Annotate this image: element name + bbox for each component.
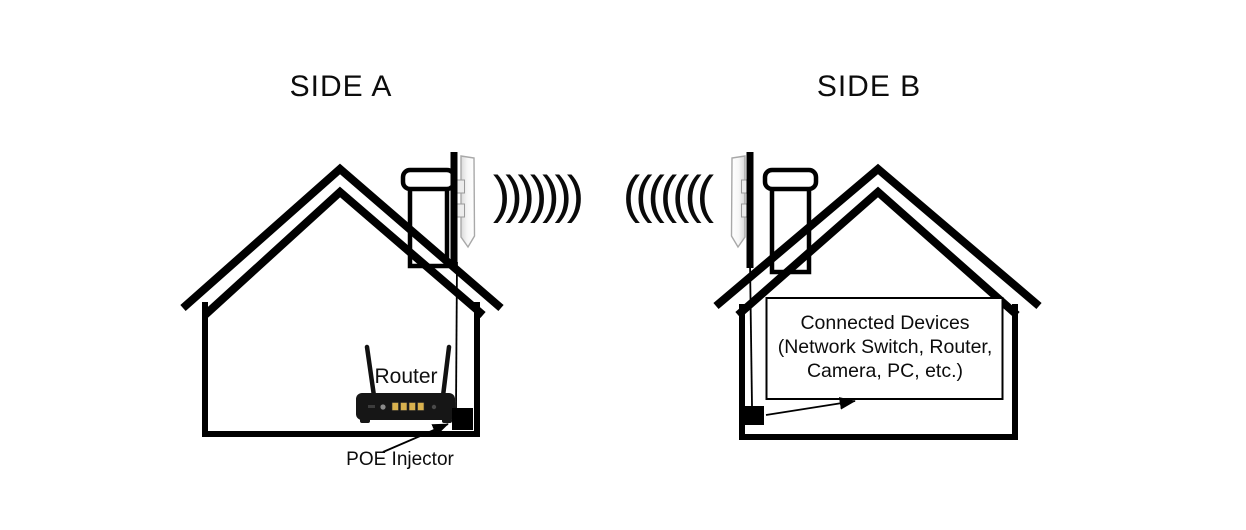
antenna-a-mast xyxy=(450,152,458,268)
cable-a xyxy=(455,261,458,410)
connected-devices-line2: (Network Switch, Router, xyxy=(777,336,993,358)
router-icon xyxy=(356,344,455,423)
connected-devices-line1: Connected Devices xyxy=(800,312,970,334)
house-side-a xyxy=(180,152,504,453)
antenna-a-icon xyxy=(456,155,476,249)
house-side-b xyxy=(713,152,1042,440)
antenna-b-icon xyxy=(730,155,750,249)
connected-devices-line3: Camera, PC, etc.) xyxy=(806,360,964,382)
antenna-b-mast xyxy=(746,152,754,268)
house-b-roof xyxy=(713,163,1042,319)
poe-callout-arrow xyxy=(382,423,449,453)
side-b-title: SIDE B xyxy=(816,70,922,103)
side-a-title: SIDE A xyxy=(289,70,393,103)
house-a-roof xyxy=(180,163,504,319)
cable-b xyxy=(749,261,753,407)
wall-unit-block xyxy=(744,406,764,425)
signal-waves-right-icon: ))))))) xyxy=(492,166,584,224)
signal-waves-left-icon: ((((((( xyxy=(622,166,714,224)
router-label: Router xyxy=(374,365,438,388)
devices-callout-arrow xyxy=(765,397,856,416)
poe-injector-block xyxy=(452,408,473,430)
connected-devices-label: Connected Devices (Network Switch, Route… xyxy=(768,311,1002,383)
poe-injector-label: POE Injector xyxy=(346,449,454,470)
connected-devices-box xyxy=(765,297,1004,400)
